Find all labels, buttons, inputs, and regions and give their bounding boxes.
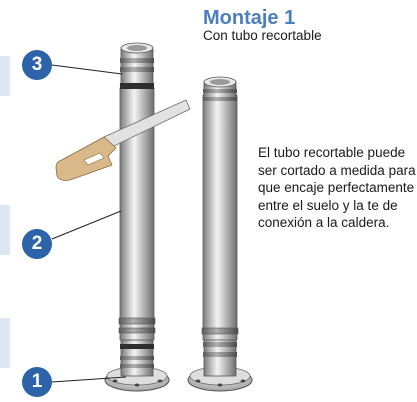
callout-1: 1	[22, 367, 52, 397]
section-subtitle: Con tubo recortable	[203, 28, 322, 43]
pipe-right	[187, 76, 253, 392]
leader-line-2	[51, 210, 122, 240]
leader-line-1	[51, 376, 127, 383]
side-tab	[0, 56, 10, 96]
pipe-left	[104, 42, 170, 392]
side-tab	[0, 205, 10, 255]
saw	[55, 99, 191, 181]
description-text: El tubo recortable puede ser cortado a m…	[258, 145, 416, 231]
section-title: Montaje 1	[203, 7, 296, 29]
callout-3: 3	[22, 50, 52, 80]
callout-2: 2	[22, 229, 52, 259]
leader-line-3	[51, 64, 123, 75]
side-tab	[0, 318, 10, 368]
